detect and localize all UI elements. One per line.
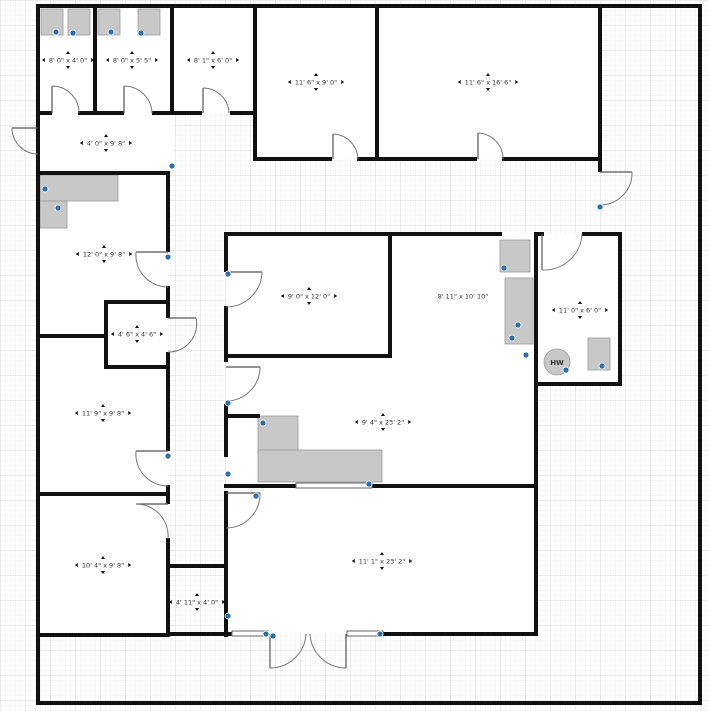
room-office-left-2[interactable]: 11' 9" x 9' 8"	[74, 404, 132, 422]
lab-counter-fixture	[504, 277, 534, 345]
room-break-room[interactable]: 12' 0" x 9' 8"	[75, 245, 133, 263]
room-office-left-3[interactable]: 10' 4" x 9' 8"	[74, 556, 132, 574]
front-window-left	[231, 630, 269, 637]
room-bath-2[interactable]: 8' 0" x 5' 5"	[105, 51, 159, 69]
room-utility[interactable]: 11' 0" x 6' 0"	[551, 301, 609, 319]
room-office-center[interactable]: 9' 0" x 12' 0"	[280, 287, 338, 305]
room-label: 8' 1" x 6' 0"	[194, 57, 232, 65]
room-lab[interactable]: 8' 11" x 10' 10"	[438, 293, 489, 301]
room-waiting[interactable]: 11' 1" x 23' 2"	[351, 552, 413, 570]
room-label: 11' 1" x 23' 2"	[359, 558, 405, 566]
reception-desk-front	[257, 449, 383, 483]
room-label: 10' 4" x 9' 8"	[82, 562, 124, 570]
counter-fixture	[39, 174, 119, 202]
room-label: 4' 0" x 9' 8"	[87, 140, 125, 148]
room-label: 9' 0" x 12' 0"	[288, 293, 330, 301]
doors	[11, 85, 633, 669]
sink-fixture-2	[137, 8, 161, 36]
water-heater-label: HW	[550, 359, 564, 367]
toilet-fixture-1	[40, 8, 64, 36]
room-label: 8' 11" x 10' 10"	[438, 293, 489, 301]
room-office-top-1[interactable]: 11' 6" x 9' 0"	[287, 73, 345, 91]
room-closet-top[interactable]: 8' 1" x 6' 0"	[186, 51, 240, 69]
room-label: 4' 11" x 4' 0"	[176, 599, 218, 607]
room-label: 9' 4" x 23' 2"	[362, 419, 404, 427]
room-label: 11' 6" x 16' 6"	[465, 79, 511, 87]
toilet-fixture-2	[97, 8, 121, 36]
room-vestibule[interactable]: 4' 0" x 9' 8"	[79, 134, 133, 152]
room-small-closet[interactable]: 4' 6" x 4' 6"	[110, 325, 164, 343]
room-label: 11' 0" x 6' 0"	[559, 307, 601, 315]
room-label: 8' 0" x 4' 0"	[49, 57, 87, 65]
room-office-top-2[interactable]: 11' 6" x 16' 6"	[457, 73, 519, 91]
room-labels: 8' 0" x 4' 0" 8' 0" x 5' 5" 8' 1" x 6' 0…	[41, 51, 609, 611]
room-entry[interactable]: 4' 11" x 4' 0"	[168, 593, 226, 611]
sink-fixture-1	[67, 8, 91, 36]
sink-fixture-3	[39, 200, 68, 229]
room-label: 4' 6" x 4' 6"	[118, 331, 156, 339]
room-label: 11' 9" x 9' 8"	[82, 410, 124, 418]
fixtures: HW	[39, 8, 611, 483]
room-label: 8' 0" x 5' 5"	[113, 57, 151, 65]
walls	[36, 4, 702, 705]
pass-through-window	[295, 482, 373, 489]
room-reception[interactable]: 9' 4" x 23' 2"	[354, 413, 412, 431]
room-label: 11' 6" x 9' 0"	[295, 79, 337, 87]
utility-sink-fixture	[587, 337, 611, 371]
room-bath-1[interactable]: 8' 0" x 4' 0"	[41, 51, 95, 69]
room-label: 12' 0" x 9' 8"	[83, 251, 125, 259]
info-markers	[41, 28, 606, 640]
